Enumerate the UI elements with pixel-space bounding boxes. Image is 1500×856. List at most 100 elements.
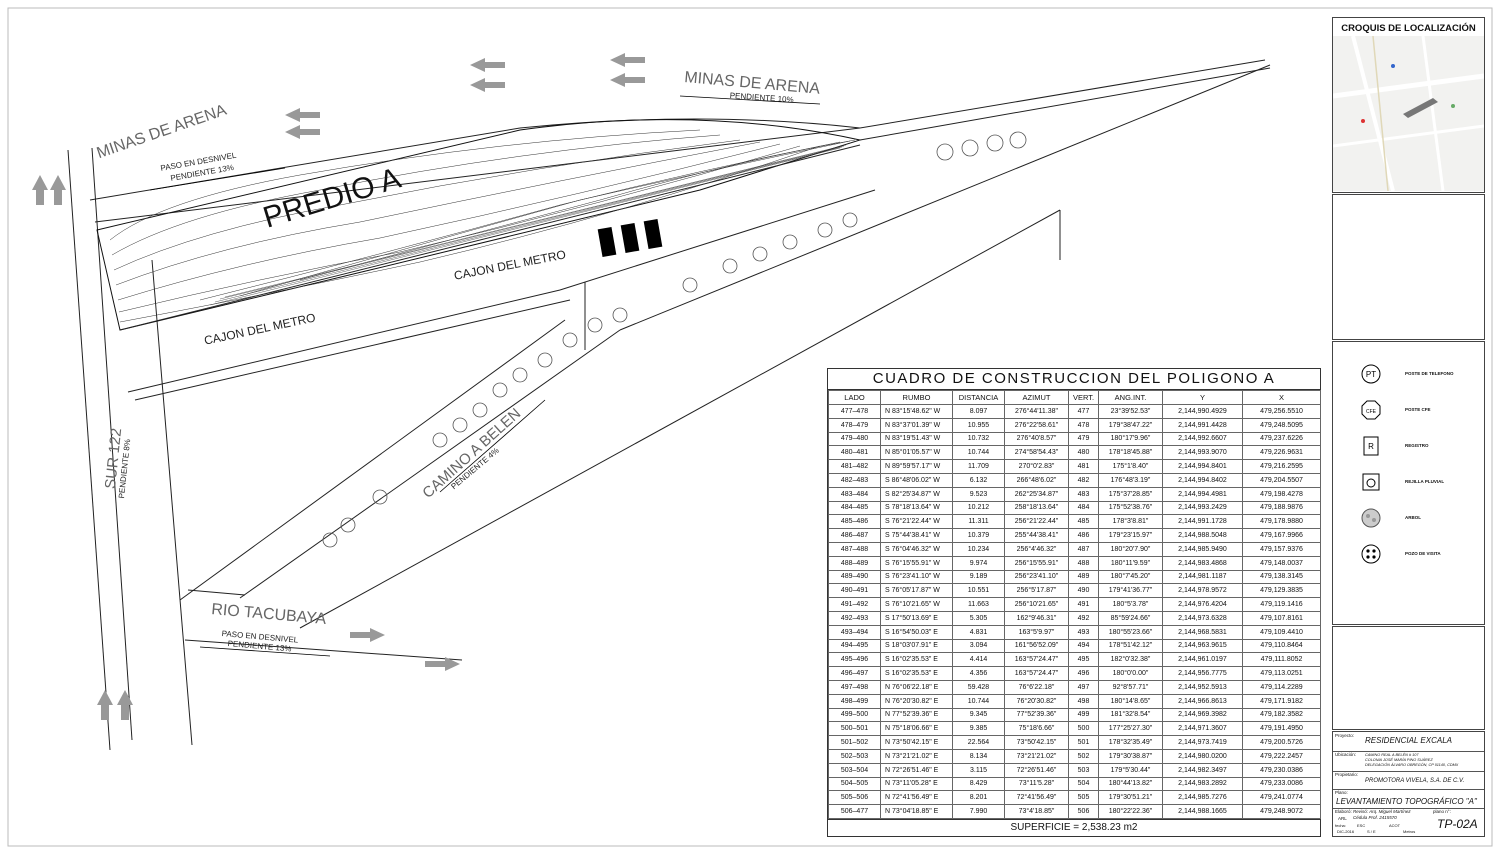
table-cell: 494–495 [828, 638, 881, 654]
table-cell: 258°18'13.64" [1004, 500, 1069, 516]
table-cell: 4.414 [952, 652, 1005, 668]
table-cell: 495–496 [828, 652, 881, 668]
table-cell: 479,119.1416 [1242, 597, 1321, 612]
legend-symbol: R [1368, 442, 1374, 451]
table-cell: 479,200.5726 [1242, 735, 1321, 750]
table-cell: 479,226.9631 [1242, 445, 1321, 461]
table-cell: 496 [1068, 666, 1099, 681]
table-cell: 479,109.4410 [1242, 624, 1321, 640]
table-cell: 2,144,994.4981 [1162, 486, 1243, 502]
table-cell: 493 [1068, 624, 1099, 640]
table-cell: 6.132 [952, 472, 1005, 488]
table-cell: 9.385 [952, 721, 1005, 737]
rejilla-icon [1362, 473, 1380, 491]
table-cell: 479,114.2289 [1242, 679, 1321, 695]
legend-item: ARBOL [1333, 504, 1484, 540]
table-cell: 178°32'35.49" [1098, 735, 1163, 750]
table-cell: 479,222.2457 [1242, 748, 1321, 764]
table-cell: 73°11'5.28" [1004, 776, 1069, 792]
table-cell: 276°44'11.38" [1004, 404, 1069, 419]
column-header: LADO [828, 390, 881, 405]
plan-title: LEVANTAMIENTO TOPOGRÁFICO "A" [1336, 797, 1477, 806]
legend-symbol: CFE [1366, 409, 1377, 415]
table-cell: 498–499 [828, 693, 881, 709]
table-cell: 479 [1068, 431, 1099, 447]
table-cell: 2,144,980.0200 [1162, 748, 1243, 764]
table-cell: N 73°11'05.28" E [880, 776, 953, 792]
table-cell: 479,216.2595 [1242, 459, 1321, 474]
table-cell: 11.709 [952, 459, 1005, 474]
table-cell: 479,157.9376 [1242, 541, 1321, 557]
table-cell: 479,241.0774 [1242, 790, 1321, 806]
tb-key: ACOT [1389, 823, 1401, 828]
table-cell: 479,233.0086 [1242, 776, 1321, 792]
table-cell: 10.744 [952, 445, 1005, 461]
table-cell: 2,144,994.8402 [1162, 472, 1243, 488]
table-cell: 479,256.5510 [1242, 404, 1321, 419]
table-cell: 76°20'30.82" [1004, 693, 1069, 709]
table-cell: 479,178.9880 [1242, 514, 1321, 530]
legend-label: POZO DE VISITA [1405, 551, 1441, 556]
table-cell: 3.094 [952, 638, 1005, 654]
column-header: X [1242, 390, 1321, 405]
table-cell: 490 [1068, 583, 1099, 599]
table-cell: S 17°50'13.69" E [880, 610, 953, 626]
table-cell: 4.356 [952, 666, 1005, 681]
table-cell: 489 [1068, 569, 1099, 585]
table-cell: 2,144,983.4868 [1162, 555, 1243, 571]
table-cell: 2,144,981.1187 [1162, 569, 1243, 585]
table-cell: 2,144,985.9490 [1162, 541, 1243, 557]
tb-key: fecha: [1335, 823, 1346, 828]
table-cell: 479,111.8052 [1242, 652, 1321, 668]
table-cell: 256°21'22.44" [1004, 514, 1069, 530]
table-cell: S 76°10'21.65" W [880, 597, 953, 612]
table-cell: 162°9'46.31" [1004, 610, 1069, 626]
table-cell: 479,167.9966 [1242, 528, 1321, 543]
license: Cédula Prof. 2415570 [1353, 815, 1397, 820]
table-cell: N 77°52'39.36" E [880, 707, 953, 723]
table-cell: 177°25'27.30" [1098, 721, 1163, 737]
table-cell: 180°14'8.65" [1098, 693, 1163, 709]
table-cell: 479–480 [828, 431, 881, 447]
table-cell: 499 [1068, 707, 1099, 723]
table-cell: 72°41'56.49" [1004, 790, 1069, 806]
table-cell: 483–484 [828, 486, 881, 502]
column-header: ANG.INT. [1098, 390, 1163, 405]
table-cell: 479,198.4278 [1242, 486, 1321, 502]
table-cell: 481–482 [828, 459, 881, 474]
table-cell: N 89°59'57.17" W [880, 459, 953, 474]
blank-panel [1332, 626, 1485, 730]
owner-name: PROMOTORA VIVELA, S.A. DE C.V. [1365, 778, 1465, 784]
table-cell: 180°22'22.36" [1098, 804, 1163, 819]
table-cell: 502 [1068, 748, 1099, 764]
location-sketch-panel: CROQUIS DE LOCALIZACIÓN [1332, 17, 1485, 193]
table-cell: 482 [1068, 472, 1099, 488]
table-cell: 75°18'6.66" [1004, 721, 1069, 737]
table-cell: 178°51'42.12" [1098, 638, 1163, 654]
table-cell: 180°20'7.90" [1098, 541, 1163, 557]
table-cell: 2,144,993.2429 [1162, 500, 1243, 516]
table-title: CUADRO DE CONSTRUCCION DEL POLIGONO A [828, 369, 1320, 390]
table-cell: 11.311 [952, 514, 1005, 530]
table-cell: 10.379 [952, 528, 1005, 543]
reviewer: Revisó: Arq. Miguel Martínez [1353, 809, 1411, 814]
table-cell: 505 [1068, 790, 1099, 806]
table-cell: 2,144,992.6607 [1162, 431, 1243, 447]
table-cell: 484 [1068, 500, 1099, 516]
legend-symbol: PT [1366, 370, 1376, 379]
tb-plano: Plano: LEVANTAMIENTO TOPOGRÁFICO "A" [1333, 789, 1484, 809]
legend-label: ARBOL [1405, 515, 1421, 520]
cfe-icon: CFE [1361, 400, 1381, 420]
tb-key: Proyecto: [1335, 733, 1355, 738]
